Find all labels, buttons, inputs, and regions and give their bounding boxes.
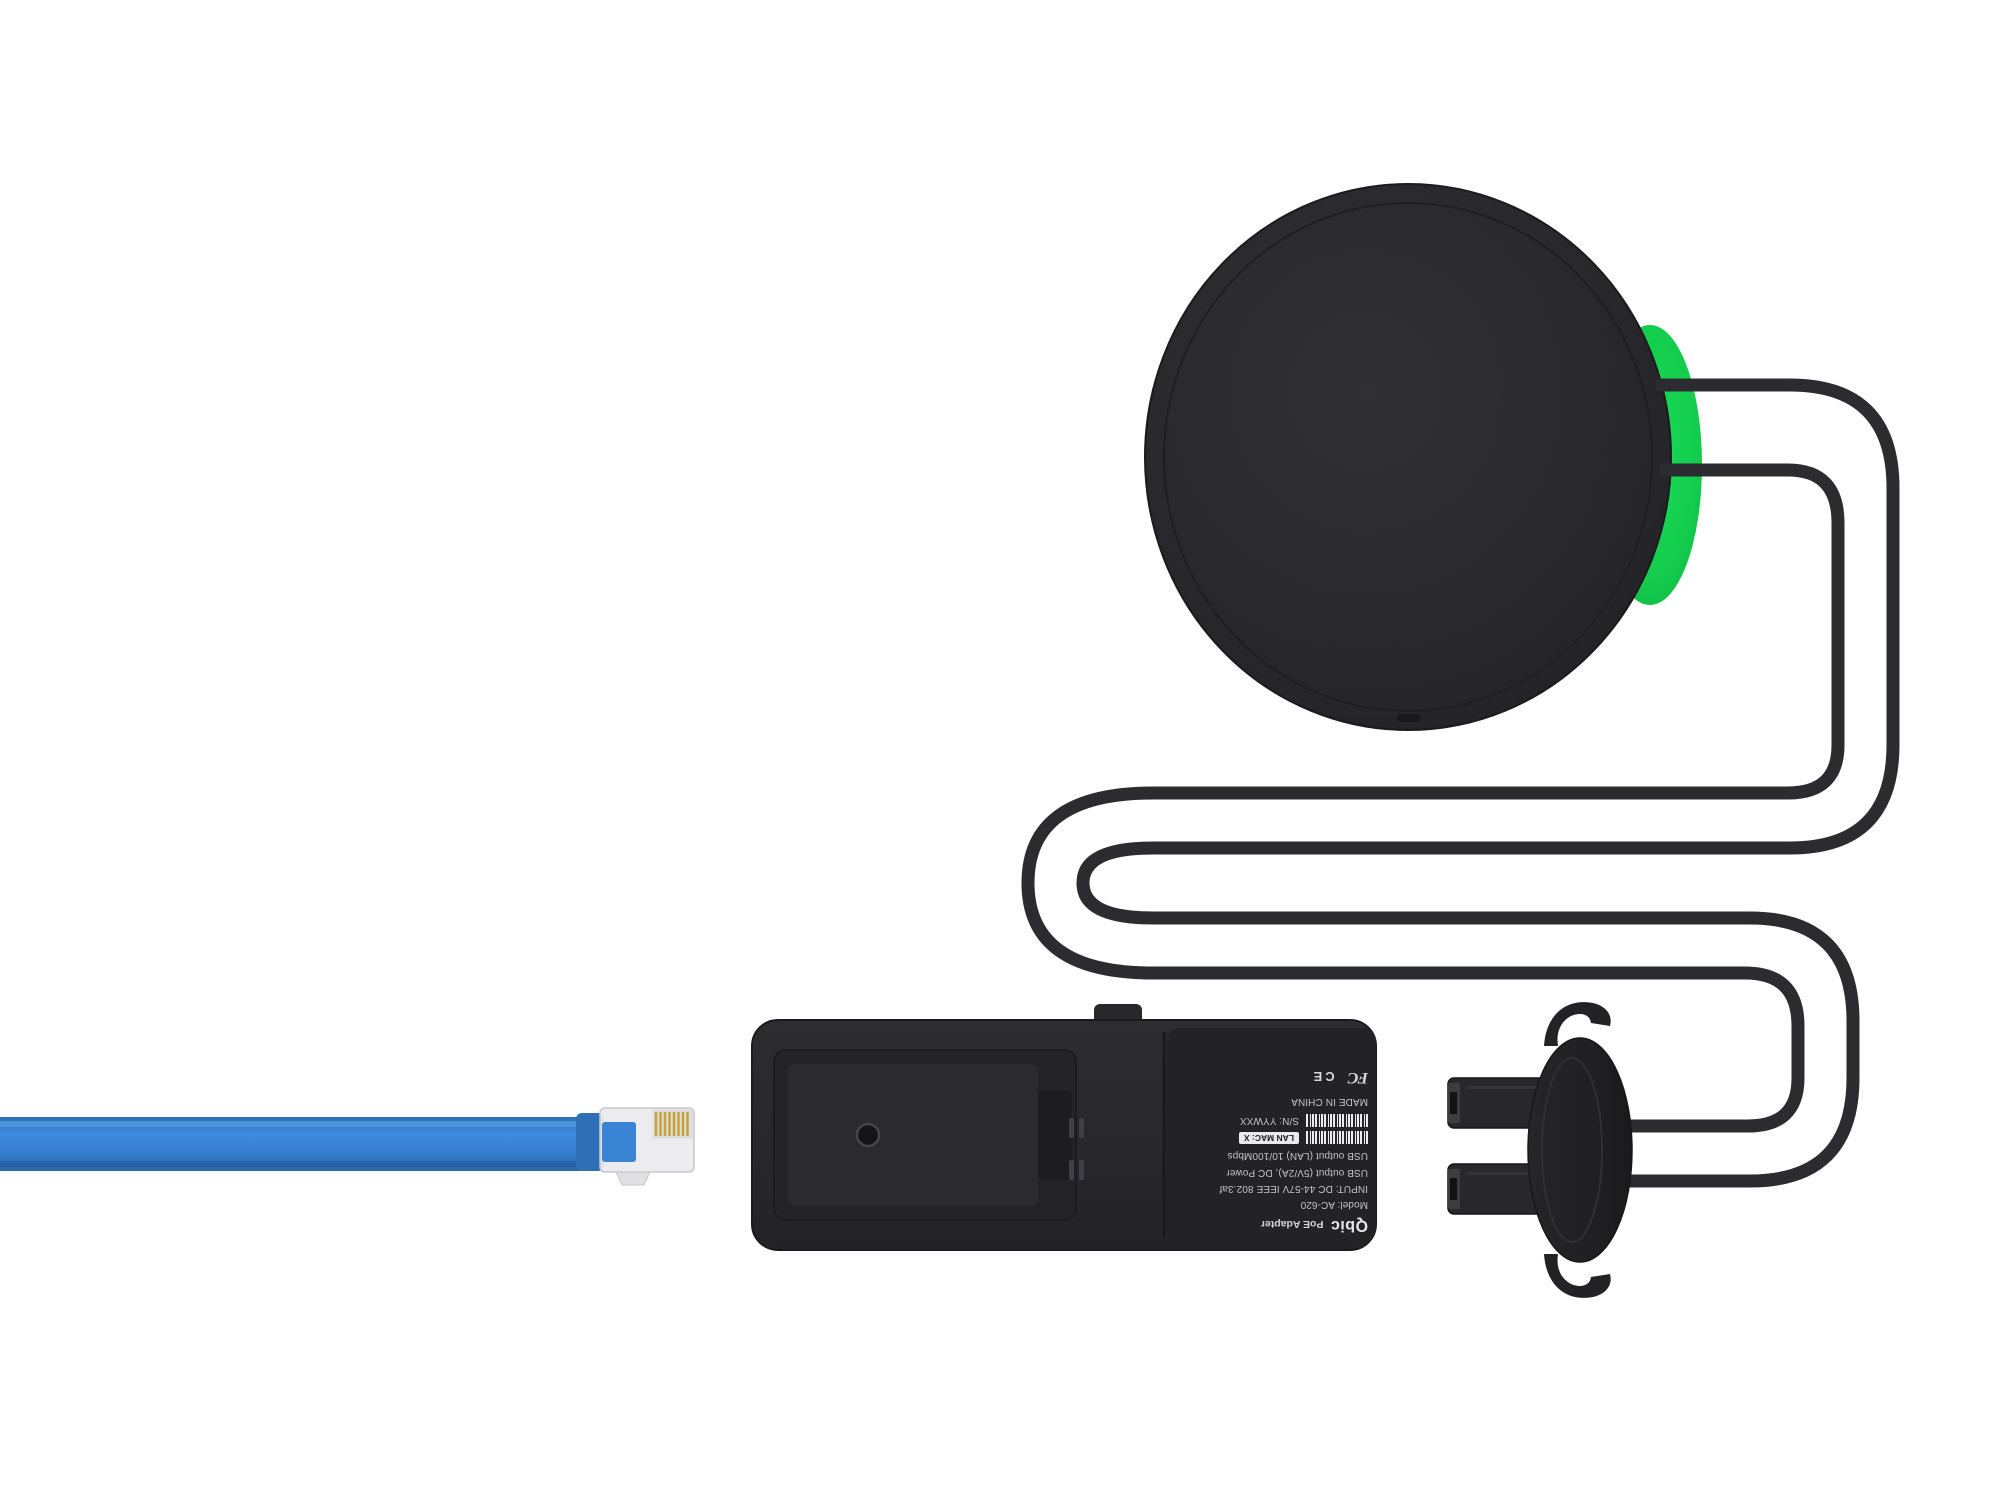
usb-plug-slot [1450, 1178, 1457, 1200]
brand-row: Qbic PoE Adapter [1180, 1216, 1368, 1234]
ce-mark-icon: CE [1310, 1069, 1335, 1085]
certification-marks: FC CE [1180, 1068, 1368, 1086]
input-spec-text: INPUT: DC 44-57V IEEE 802.3af [1219, 1182, 1368, 1194]
rj45-gold-pins [654, 1112, 689, 1136]
rj45-boot [576, 1113, 604, 1171]
round-device [1144, 183, 1702, 731]
device-bottom-notch [1397, 714, 1421, 722]
cable-grommet [1527, 1037, 1633, 1263]
ethernet-cable [0, 1107, 695, 1186]
fcc-mark-icon: FC [1348, 1068, 1368, 1086]
rj45-cable-inside [602, 1122, 636, 1162]
mac-row: LAN MAC: X [1180, 1131, 1368, 1145]
made-in-text: MADE IN CHINA [1291, 1096, 1368, 1108]
usb-lan-text: USB output (LAN) 10/100Mbps [1227, 1150, 1368, 1162]
grommet-clip-bottom [1544, 1254, 1611, 1298]
serial-text: S/N: YYWXX [1239, 1115, 1299, 1127]
usb-plug [1447, 1163, 1551, 1215]
device-face-seam [1163, 202, 1653, 712]
barcode [1306, 1131, 1368, 1145]
usb-plug-slot [1450, 1092, 1457, 1114]
product-name: PoE Adapter [1260, 1218, 1324, 1230]
usb-plug-groove [1466, 1172, 1540, 1175]
ethernet-cable-sheen [0, 1121, 580, 1127]
adapter-grille [1069, 1118, 1084, 1180]
adapter-recess-plate [788, 1064, 1038, 1206]
usb-cable-outer [1076, 378, 1900, 1188]
ethernet-cable-shade [0, 1161, 580, 1167]
grommet-clip-top [1544, 1002, 1611, 1046]
lan-mac-chip: LAN MAC: X [1238, 1131, 1299, 1144]
adapter-label: Qbic PoE Adapter Model: AC-620 INPUT: DC… [1180, 1036, 1368, 1234]
rj45-latch [615, 1171, 651, 1186]
barcode [1306, 1113, 1368, 1127]
model-text: Model: AC-620 [1300, 1199, 1368, 1210]
cable-grommet-seam [1541, 1057, 1603, 1243]
usb-plug-assembly [1447, 1002, 1633, 1298]
adapter-screw-hole [855, 1122, 881, 1148]
usb-plug-groove [1466, 1086, 1540, 1089]
usb-cable-inner [1021, 463, 1845, 1133]
usb-cable-pair [1021, 378, 1900, 1188]
usb-plug [1447, 1077, 1551, 1129]
qbic-logo: Qbic [1330, 1217, 1368, 1234]
serial-row: S/N: YYWXX [1180, 1112, 1368, 1128]
usb-power-text: USB output (5V/2A), DC Power [1226, 1166, 1368, 1178]
rj45-port-opening [1038, 1090, 1072, 1180]
device-disc [1144, 183, 1672, 731]
